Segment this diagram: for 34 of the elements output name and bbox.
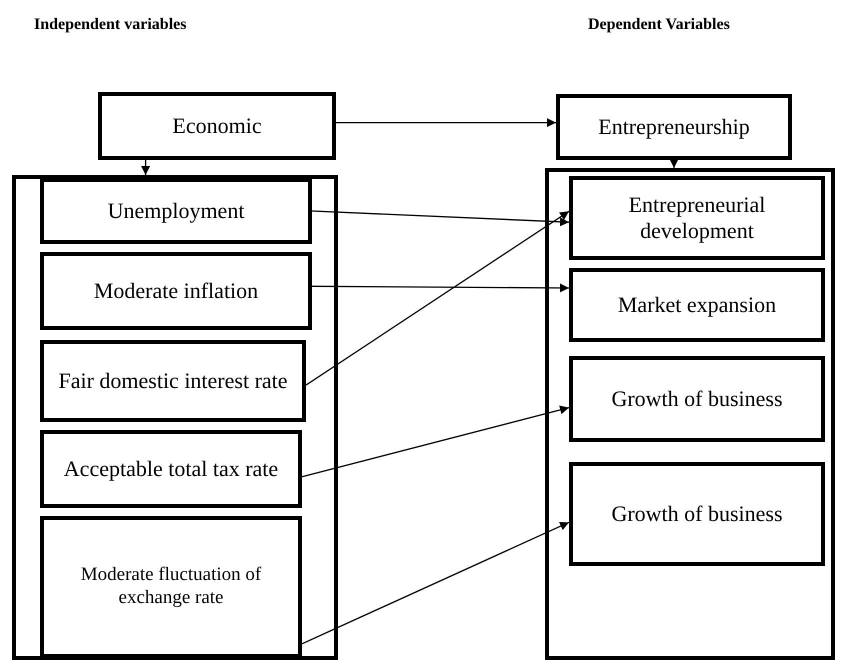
variable-box: [40, 178, 312, 244]
group-frame: [545, 168, 835, 660]
arrow: [312, 210, 570, 226]
variable-label: Moderate fluctuation of exchange rate: [80, 564, 262, 610]
arrow: [302, 406, 570, 478]
variable-box: [569, 268, 825, 342]
arrow: [312, 283, 569, 292]
variable-label: Entrepreneurship: [598, 114, 750, 140]
column-heading: Independent variables: [34, 16, 186, 34]
variable-label: Unemployment: [108, 198, 244, 224]
variable-box: [40, 252, 312, 330]
arrow: [306, 210, 570, 386]
variable-label: Entrepreneurial development: [628, 192, 766, 244]
variable-box: [569, 356, 825, 442]
variable-label: Fair domestic interest rate: [58, 368, 288, 394]
variable-label: Market expansion: [618, 292, 776, 318]
arrow: [336, 118, 556, 128]
variable-box: [40, 430, 302, 508]
variable-box: [569, 176, 825, 260]
variable-label: Economic: [172, 112, 262, 140]
variable-box: [40, 516, 302, 658]
group-frame: [12, 175, 338, 660]
variable-box: [40, 340, 306, 422]
variable-label: Growth of business: [611, 386, 783, 412]
arrow: [670, 159, 678, 168]
arrow: [302, 522, 570, 644]
variable-box: [569, 462, 825, 566]
variable-box: [98, 92, 336, 160]
variable-label: Acceptable total tax rate: [64, 456, 278, 482]
variable-label: Growth of business: [611, 500, 783, 528]
column-heading: Dependent Variables: [588, 16, 730, 34]
variable-box: [556, 94, 792, 160]
arrow: [141, 160, 150, 175]
variable-label: Moderate inflation: [94, 278, 258, 304]
